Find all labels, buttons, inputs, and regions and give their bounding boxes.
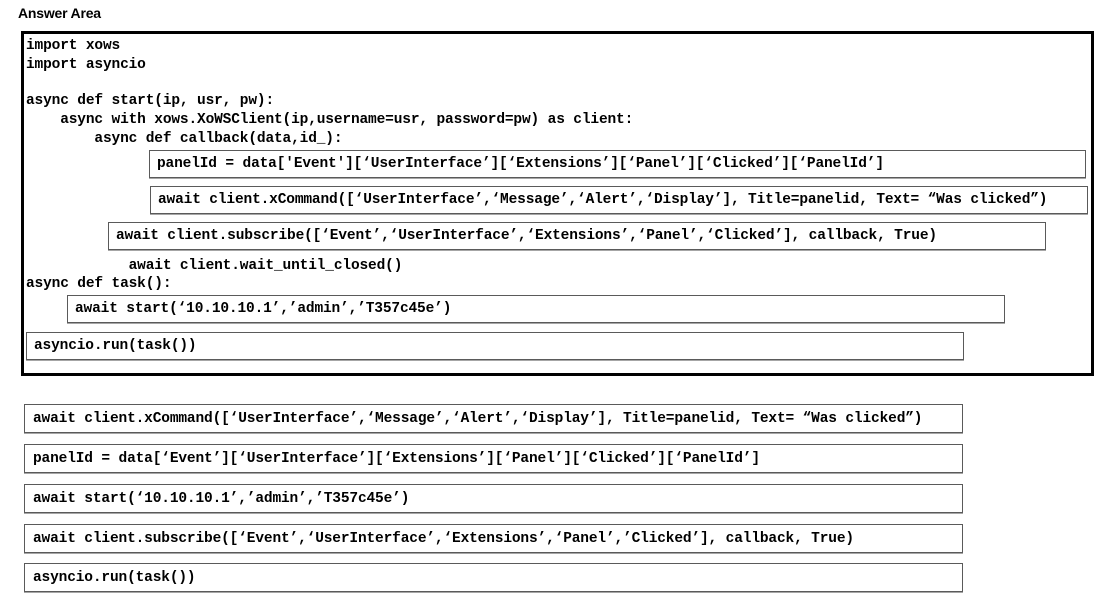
option-subscribe[interactable]: await client.subscribe([‘Event’,‘UserInt… [24, 524, 963, 553]
option-start-call[interactable]: await start(‘10.10.10.1’,’admin’,’T357c4… [24, 484, 963, 513]
slot-xcommand[interactable]: await client.xCommand([‘UserInterface’,‘… [150, 186, 1088, 214]
answer-area-frame: import xows import asyncio async def start… [21, 31, 1094, 376]
page-title: Answer Area [18, 5, 101, 21]
slot-panel-id[interactable]: panelId = data['Event'][‘UserInterface’]… [149, 150, 1086, 178]
slot-asyncio-run[interactable]: asyncio.run(task()) [26, 332, 964, 360]
slot-start-call[interactable]: await start(‘10.10.10.1’,’admin’,’T357c4… [67, 295, 1005, 323]
code-line: import asyncio [26, 57, 146, 73]
option-asyncio-run[interactable]: asyncio.run(task()) [24, 563, 963, 592]
option-text: await start(‘10.10.10.1’,’admin’,’T357c4… [33, 490, 410, 507]
slot-text: await start(‘10.10.10.1’,’admin’,’T357c4… [75, 301, 452, 317]
code-line: async with xows.XoWSClient(ip,username=u… [26, 112, 634, 128]
option-text: panelId = data[‘Event’][‘UserInterface’]… [33, 450, 760, 467]
slot-text: await client.xCommand([‘UserInterface’,‘… [158, 192, 1048, 208]
slot-text: panelId = data['Event'][‘UserInterface’]… [157, 156, 884, 172]
slot-text: asyncio.run(task()) [34, 338, 197, 354]
code-line: import xows [26, 38, 121, 54]
code-line: async def task(): [26, 276, 172, 292]
option-xcommand[interactable]: await client.xCommand([‘UserInterface’,‘… [24, 404, 963, 433]
code-line: await client.wait_until_closed() [26, 258, 403, 274]
slot-subscribe[interactable]: await client.subscribe([‘Event’,‘UserInt… [108, 222, 1046, 250]
slot-text: await client.subscribe([‘Event’,‘UserInt… [116, 228, 937, 244]
option-panel-id[interactable]: panelId = data[‘Event’][‘UserInterface’]… [24, 444, 963, 473]
code-line: async def callback(data,id_): [26, 131, 343, 147]
option-text: asyncio.run(task()) [33, 569, 196, 586]
option-text: await client.xCommand([‘UserInterface’,‘… [33, 410, 923, 427]
option-text: await client.subscribe([‘Event’,‘UserInt… [33, 530, 854, 547]
code-line: async def start(ip, usr, pw): [26, 93, 274, 109]
